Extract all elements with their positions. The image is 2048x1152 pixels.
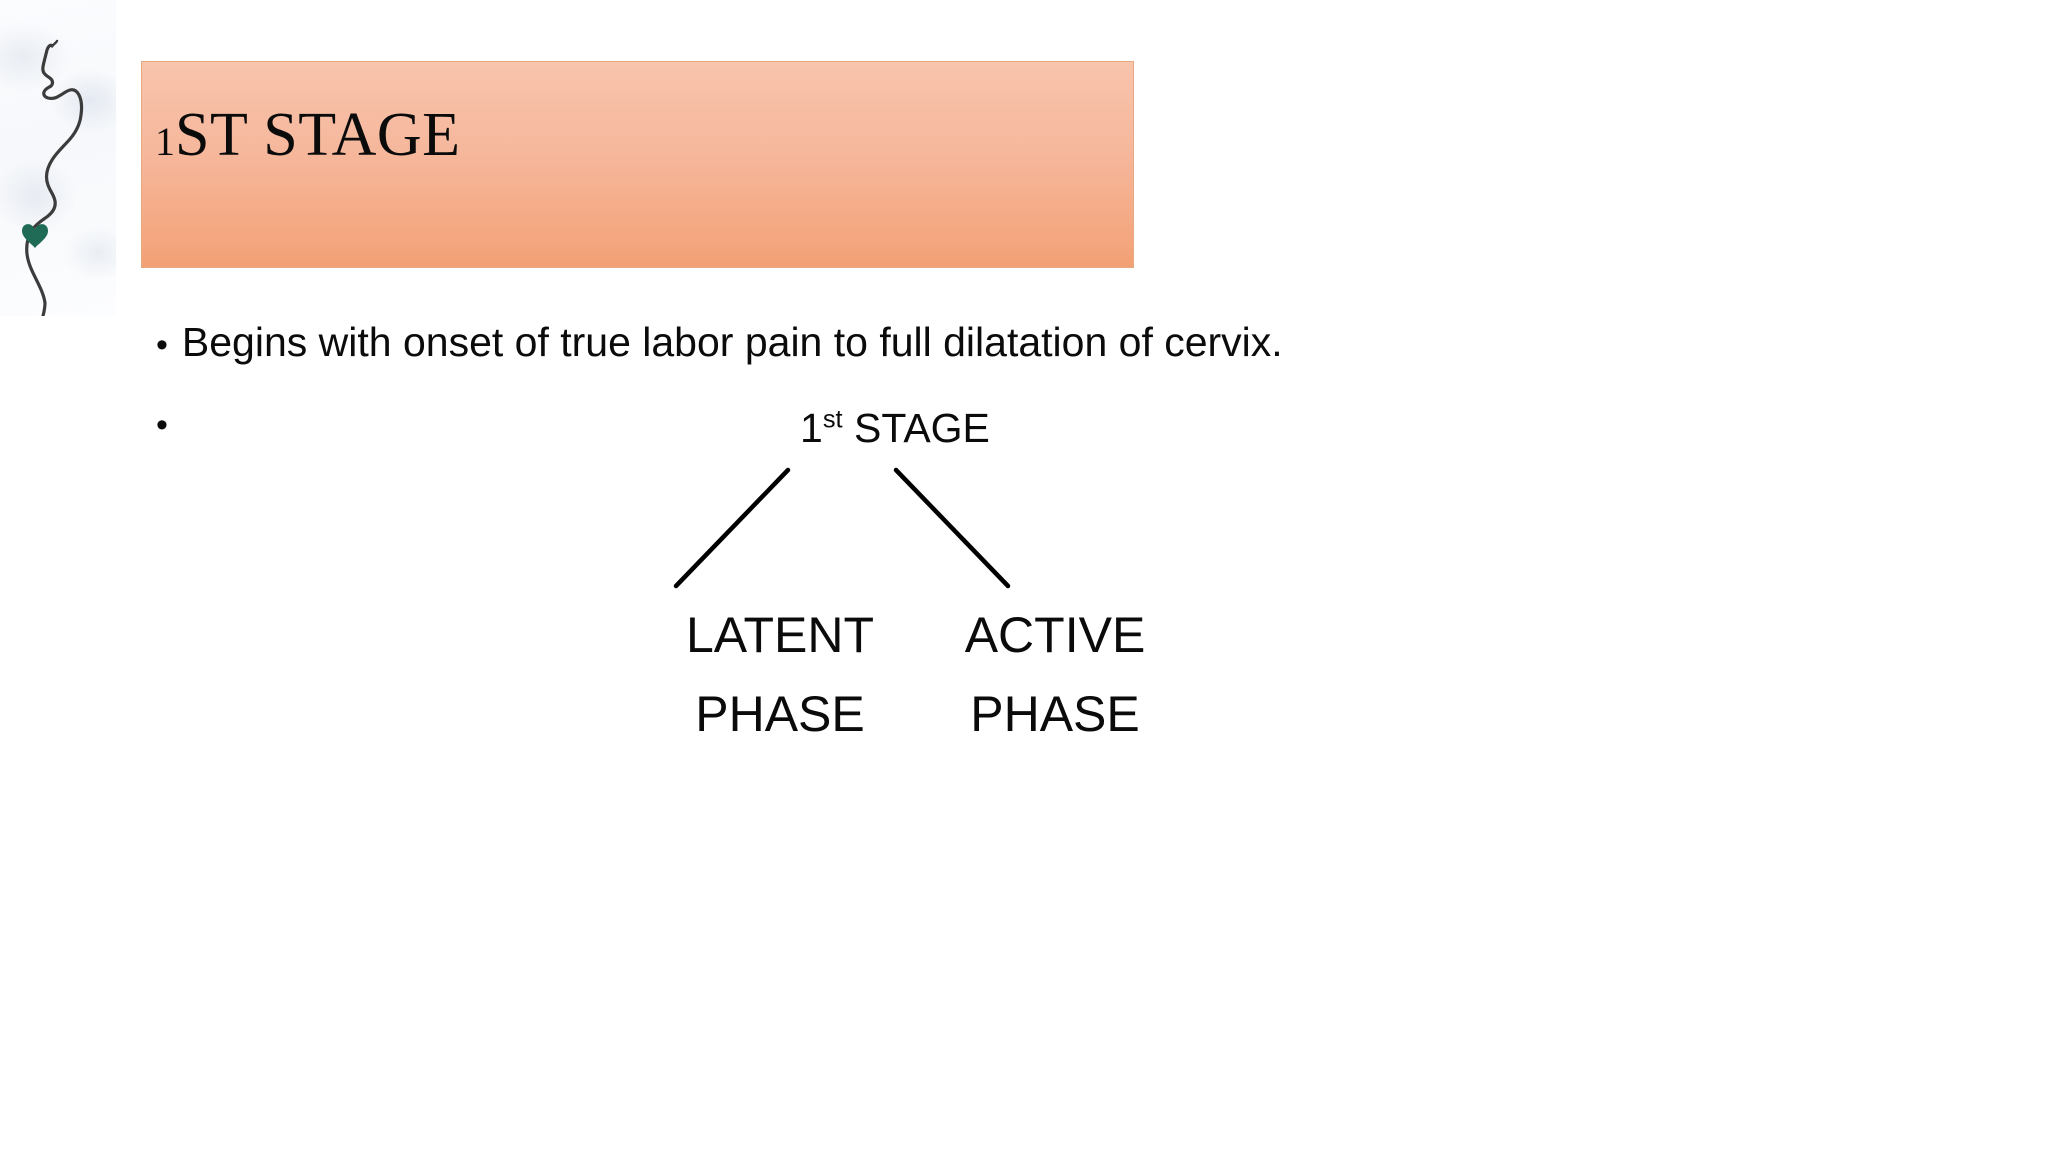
root-number: 1 [800, 405, 823, 451]
stage-tree-diagram: 1st STAGE LATENT PHASE ACTIVE PHASE [560, 398, 1320, 818]
tree-node-latent-phase: LATENT PHASE [645, 596, 915, 754]
tree-connector-lines [673, 467, 1011, 589]
bullet-text: Begins with onset of true labor pain to … [181, 319, 1283, 365]
bullet-item-1: • Begins with onset of true labor pain t… [156, 319, 1283, 365]
title-lead-digit: 1 [155, 119, 175, 164]
connector-right-line [893, 467, 1011, 589]
active-phase-line-2: PHASE [970, 686, 1140, 742]
root-label: STAGE [842, 405, 990, 451]
silhouette-icon [22, 39, 84, 316]
latent-phase-line-1: LATENT [686, 607, 874, 663]
active-phase-line-1: ACTIVE [964, 607, 1146, 663]
bullet-marker: • [156, 326, 168, 364]
tree-node-root: 1st STAGE [800, 405, 990, 451]
connector-left-line [673, 467, 791, 589]
pregnant-woman-silhouette-image [0, 0, 116, 316]
root-ordinal-suffix: st [822, 405, 843, 434]
latent-phase-line-2: PHASE [695, 686, 865, 742]
tree-node-active-phase: ACTIVE PHASE [920, 596, 1190, 754]
title-band [141, 61, 1134, 268]
bullet-item-2: • [156, 408, 182, 442]
page-title: 1ST STAGE [155, 104, 461, 166]
bullet-marker: • [156, 406, 168, 444]
title-rest: ST STAGE [175, 101, 461, 169]
